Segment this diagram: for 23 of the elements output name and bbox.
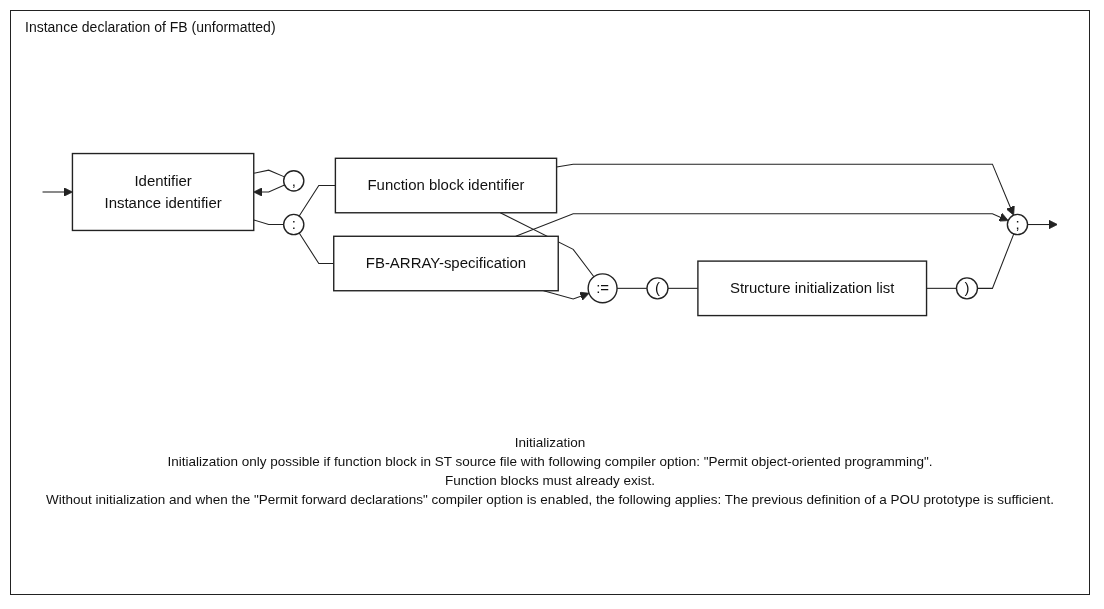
note-text: Function blocks must already exist. bbox=[443, 473, 657, 488]
node-circle: : bbox=[282, 214, 305, 236]
arrow bbox=[1027, 220, 1058, 230]
node-box: Function block identifier bbox=[334, 158, 558, 214]
note-text: Without initialization and when the "Permit forward declarations" compiler option is enabled, the following applies: The previous definition of a POU prototype is sufficient. bbox=[45, 492, 1055, 507]
connector bbox=[253, 170, 285, 178]
arrow bbox=[253, 184, 286, 198]
node-circle: , bbox=[282, 170, 305, 193]
node-box: Structure initialization list bbox=[697, 260, 928, 317]
node-box: FB-ARRAY-specification bbox=[333, 236, 559, 292]
connector bbox=[298, 185, 336, 217]
node-circle: := bbox=[587, 273, 618, 304]
note-text: Initialization only possible if function block in ST source file with following compiler option: "Permit object-oriented programming". bbox=[166, 454, 934, 469]
arrow bbox=[556, 164, 1015, 217]
arrow bbox=[515, 213, 1009, 238]
note-text: Initialization bbox=[513, 435, 587, 450]
diagram-title: Instance declaration of FB (unformatted) bbox=[25, 19, 276, 35]
node-circle: ( bbox=[646, 277, 669, 300]
node-circle: ) bbox=[955, 277, 979, 300]
node-circle: ; bbox=[1006, 214, 1029, 236]
node-box: Identifier Instance identifier bbox=[71, 153, 255, 232]
arrow bbox=[42, 187, 73, 198]
connector bbox=[926, 288, 957, 290]
